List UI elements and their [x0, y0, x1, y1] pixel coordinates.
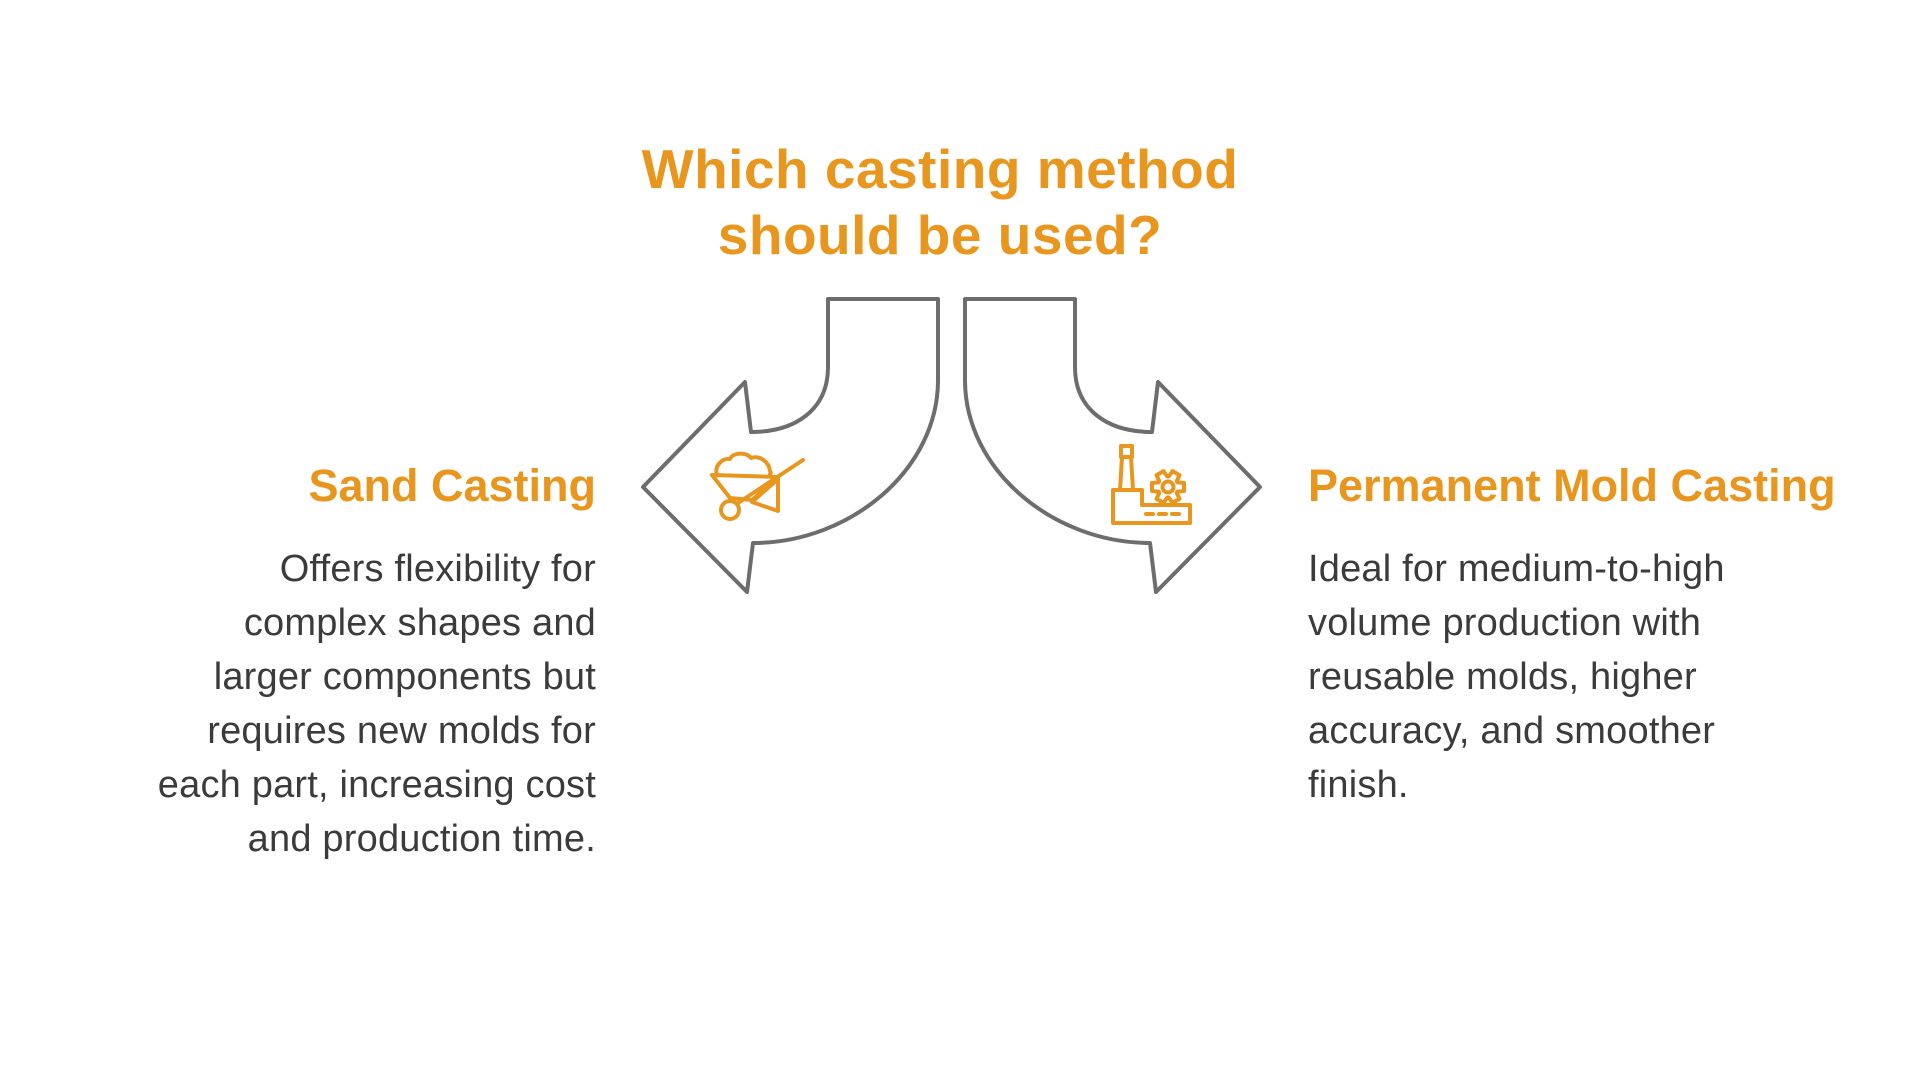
factory-chimney: [1118, 455, 1135, 492]
left-branch-heading: Sand Casting: [308, 460, 596, 511]
wheelbarrow-icon: [710, 451, 805, 521]
wheelbarrow-wheel: [719, 499, 741, 521]
factory-gear: [1150, 469, 1186, 505]
wheelbarrow-leg: [750, 477, 780, 513]
page-title: Which casting method should be used?: [641, 138, 1239, 266]
factory-building: [1111, 488, 1192, 525]
left-branch-description: Offers flexibility for complex shapes an…: [157, 548, 596, 860]
left-arrow-shape: [641, 297, 940, 594]
right-branch-heading: Permanent Mold Casting: [1308, 460, 1836, 511]
right-branch-description: Ideal for medium-to-high volume producti…: [1308, 548, 1725, 806]
right-arrow-shape: [963, 297, 1262, 594]
factory-icon: [1111, 444, 1192, 525]
wheelbarrow-sand-load: [714, 451, 773, 477]
factory-gear-hub: [1160, 479, 1176, 495]
wheelbarrow-handle: [736, 458, 805, 505]
